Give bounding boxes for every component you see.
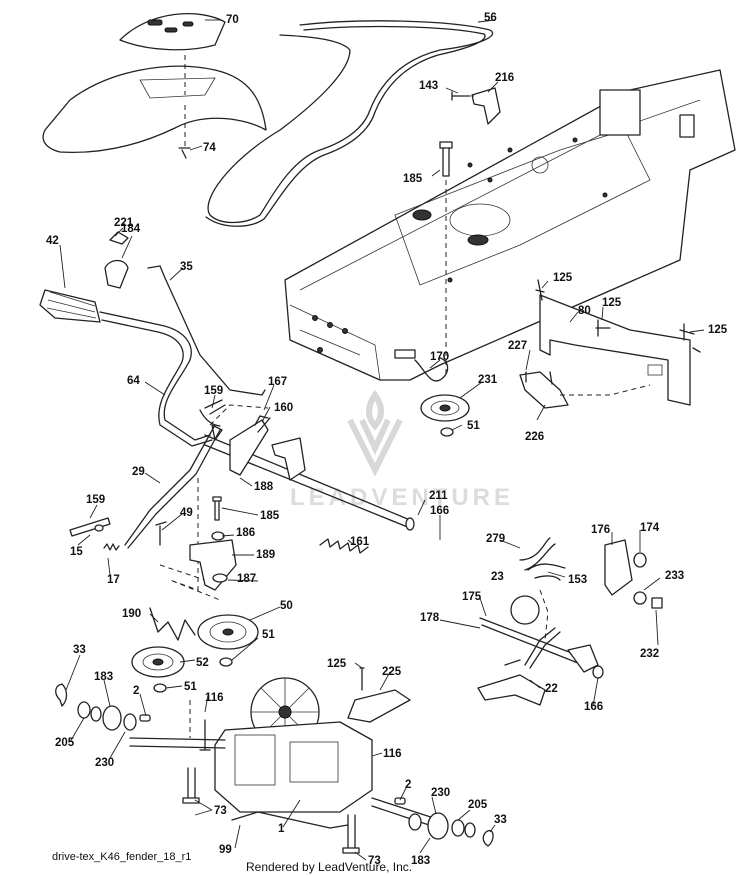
label-125-d: 125 [327, 658, 347, 670]
label-15: 15 [70, 546, 83, 558]
label-231: 231 [478, 374, 498, 386]
label-125-c: 125 [708, 324, 728, 336]
label-51-top: 51 [467, 420, 480, 432]
label-17: 17 [107, 574, 120, 586]
label-188: 188 [254, 481, 274, 493]
label-64: 64 [127, 375, 140, 387]
label-205-left: 205 [55, 737, 75, 749]
bracket-216 [451, 87, 501, 125]
label-279: 279 [486, 533, 505, 545]
label-159-left: 159 [86, 494, 105, 506]
label-230-right: 230 [431, 787, 450, 799]
label-23: 23 [491, 571, 504, 583]
label-73-right: 73 [368, 855, 381, 867]
label-183-left: 183 [94, 671, 113, 683]
label-73-left: 73 [214, 805, 227, 817]
label-230-left: 230 [95, 757, 114, 769]
label-22: 22 [545, 683, 558, 695]
label-225: 225 [382, 666, 402, 678]
label-99: 99 [219, 844, 232, 856]
label-51-low: 51 [184, 681, 197, 693]
label-166-mid: 166 [430, 505, 449, 517]
label-116-right: 116 [383, 748, 402, 760]
label-2-right: 2 [405, 779, 411, 791]
rod-99 [231, 811, 349, 829]
link-159 [69, 399, 226, 551]
label-2-left: 2 [133, 685, 139, 697]
render-credit: Rendered by LeadVenture, Inc. [246, 860, 413, 874]
label-170: 170 [430, 351, 449, 363]
label-153: 153 [568, 574, 587, 586]
diagram-file-name: drive-tex_K46_fender_18_r1 [52, 851, 192, 863]
label-185-top: 185 [403, 173, 423, 185]
part-labels: 70 56 143 216 74 185 221 184 42 35 125 8… [46, 12, 728, 867]
label-187: 187 [237, 573, 256, 585]
label-70: 70 [226, 14, 239, 26]
label-1: 1 [278, 823, 285, 835]
label-221: 221 [114, 217, 134, 229]
label-184: 184 [121, 223, 141, 235]
label-50: 50 [280, 600, 293, 612]
label-35: 35 [180, 261, 193, 273]
label-190: 190 [122, 608, 141, 620]
label-51-mid: 51 [262, 629, 275, 641]
label-166-right: 166 [584, 701, 603, 713]
pulley-52 [131, 607, 196, 693]
label-211: 211 [429, 490, 448, 502]
label-160: 160 [274, 402, 293, 414]
bypass-assembly [477, 537, 663, 706]
label-233: 233 [665, 570, 684, 582]
label-174: 174 [640, 522, 660, 534]
label-185-mid: 185 [260, 510, 280, 522]
label-80: 80 [578, 305, 591, 317]
label-56: 56 [484, 12, 497, 24]
label-33-left: 33 [73, 644, 86, 656]
pulley-50 [197, 614, 259, 667]
label-167: 167 [268, 376, 287, 388]
fender-assembly [42, 13, 267, 159]
pedal-shaft [124, 404, 415, 601]
idler-pulley [414, 357, 470, 437]
leader-lines [59, 19, 705, 861]
label-205-right: 205 [468, 799, 488, 811]
label-189: 189 [256, 549, 275, 561]
label-49: 49 [180, 507, 193, 519]
frame [284, 69, 736, 381]
label-183-right: 183 [411, 855, 430, 867]
label-143: 143 [419, 80, 438, 92]
label-178: 178 [420, 612, 440, 624]
label-216: 216 [495, 72, 514, 84]
label-159-top: 159 [204, 385, 223, 397]
label-116-top: 116 [205, 692, 224, 704]
label-227: 227 [508, 340, 527, 352]
label-52: 52 [196, 657, 209, 669]
belt [205, 20, 493, 227]
label-125-b: 125 [602, 297, 622, 309]
bracket-80 [519, 279, 701, 409]
bolt-185-top [439, 141, 453, 375]
label-42: 42 [46, 235, 59, 247]
label-29: 29 [132, 466, 145, 478]
lever-189 [155, 496, 237, 591]
label-186: 186 [236, 527, 255, 539]
axle-parts-left [55, 683, 151, 731]
spring-161 [319, 538, 369, 554]
label-232: 232 [640, 648, 659, 660]
shift-lever [39, 231, 266, 447]
label-176: 176 [591, 524, 610, 536]
watermark-logo [347, 389, 403, 477]
pedal-188 [254, 415, 271, 433]
label-33-right: 33 [494, 814, 507, 826]
label-125-a: 125 [553, 272, 573, 284]
watermark-text: LEADVENTURE [290, 484, 514, 511]
label-161: 161 [350, 536, 370, 548]
label-74: 74 [203, 142, 216, 154]
transmission [129, 677, 441, 854]
label-175: 175 [462, 591, 482, 603]
label-226: 226 [525, 431, 544, 443]
